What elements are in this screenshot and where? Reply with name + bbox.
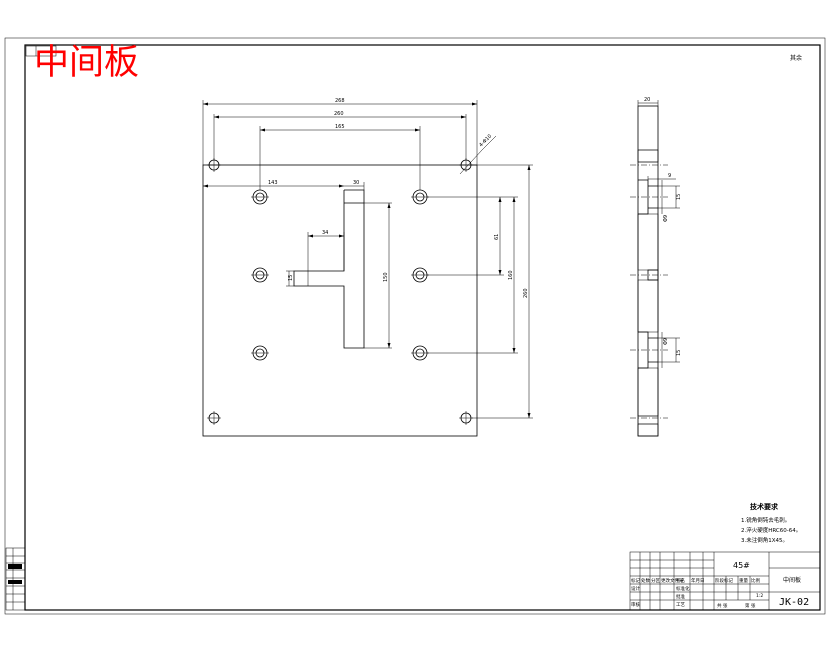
tb-stage: 阶段标记 <box>715 577 733 584</box>
dim-260-h: 260 <box>213 111 467 160</box>
inner-border <box>24 44 821 611</box>
dim-30-label: 30 <box>353 180 359 186</box>
tb-sheet2: 第 张 <box>745 602 756 609</box>
notes-title: 技术要求 <box>750 502 779 511</box>
dim-160-label: 160 <box>508 270 514 280</box>
dim-260-v: 260 <box>472 164 533 419</box>
tb-weight: 重量 <box>739 577 748 584</box>
corner-hole <box>459 158 473 172</box>
dim-150: 150 <box>364 202 392 349</box>
title-block-scale: 1:2 <box>756 593 763 599</box>
hole-callout: 4-Φ10 <box>459 133 497 175</box>
dim-9-label: 9 <box>668 173 671 179</box>
front-view: 268 260 165 4-Φ10 143 <box>202 98 533 437</box>
title-block-material: 45# <box>733 561 750 570</box>
corner-hole <box>207 411 221 425</box>
dim-260-h-label: 260 <box>334 111 344 117</box>
title-block: 45# 中间板 JK-02 1:2 标记 处数 分区 更改文件号 签名 年月日 … <box>629 551 821 611</box>
counterbore-hole <box>411 267 429 283</box>
dim-34-label: 34 <box>322 230 328 236</box>
counterbore-hole <box>251 345 269 361</box>
dim-20: 20 <box>637 97 659 106</box>
tb-design: 设计 <box>631 585 640 592</box>
counterbore-hole <box>411 345 429 361</box>
title-block-drawing-number: JK-02 <box>779 597 809 608</box>
left-margin-table <box>5 547 26 611</box>
counterbore-hole <box>251 267 269 283</box>
drawing-title: 中间板 <box>34 43 139 83</box>
tb-check: 审核 <box>631 601 640 608</box>
dim-9: 9 <box>647 173 676 180</box>
dim-268: 268 <box>202 98 478 165</box>
notes-item: 3.未注倒角1X45。 <box>741 536 788 544</box>
dim-160: 160 <box>427 196 518 354</box>
title-block-part-name: 中间板 <box>783 576 801 584</box>
dim-268-label: 268 <box>335 98 345 104</box>
tb-header: 分区 <box>651 577 660 584</box>
dim-61-label: 61 <box>494 234 500 240</box>
dim-34: 34 <box>307 230 345 271</box>
tb-sheet: 共 张 <box>717 602 728 609</box>
tb-header: 年月日 <box>691 577 705 584</box>
tb-approve: 批准 <box>676 593 685 600</box>
tb-header: 处数 <box>641 577 650 584</box>
tb-header: 标记 <box>631 577 640 584</box>
dim-165-label: 165 <box>335 124 345 130</box>
counterbore-hole <box>251 189 269 205</box>
tb-standard: 标准化 <box>676 585 690 592</box>
notes-item: 1.锐角倒钝去毛刺。 <box>741 516 790 524</box>
top-left-box <box>25 45 57 57</box>
counterbore-hole <box>411 189 429 205</box>
dim-150-label: 150 <box>383 272 389 282</box>
roughness-mark: 其余 <box>790 54 802 62</box>
dim-phi9-bot-label: Φ9 <box>663 338 669 345</box>
technical-notes: 技术要求 1.锐角倒钝去毛刺。 2.淬火硬度HRC60-64。 3.未注倒角1X… <box>741 502 801 544</box>
tb-scale-label: 比例 <box>751 577 760 584</box>
dim-15-bot-label: 15 <box>676 350 682 356</box>
corner-hole <box>459 411 473 425</box>
dim-143-label: 143 <box>268 180 278 186</box>
dim-15-bot: 15 <box>658 337 682 363</box>
tb-process: 工艺 <box>676 602 685 608</box>
plate-outline <box>202 164 478 437</box>
dim-165: 165 <box>259 124 421 190</box>
dim-phi9-top: Φ9 <box>661 180 669 222</box>
dim-phi9-top-label: Φ9 <box>663 215 669 222</box>
slot-profile <box>293 190 365 349</box>
dim-15-top: 15 <box>658 185 682 209</box>
tb-header: 更改文件号 <box>661 577 684 584</box>
tb-header: 签名 <box>676 577 685 584</box>
corner-hole <box>207 158 221 172</box>
dim-20-label: 20 <box>644 97 650 103</box>
dim-15-label: 15 <box>288 275 294 281</box>
side-view: 20 9 15 Φ9 Φ9 15 <box>630 97 682 437</box>
dim-61: 61 <box>427 196 504 276</box>
outer-border <box>4 37 826 615</box>
dim-15: 15 <box>286 270 294 287</box>
dim-143: 143 <box>203 180 344 188</box>
dim-15-top-label: 15 <box>676 194 682 200</box>
notes-item: 2.淬火硬度HRC60-64。 <box>741 526 801 534</box>
dim-30: 30 <box>344 180 365 190</box>
dim-260-v-label: 260 <box>523 288 529 298</box>
